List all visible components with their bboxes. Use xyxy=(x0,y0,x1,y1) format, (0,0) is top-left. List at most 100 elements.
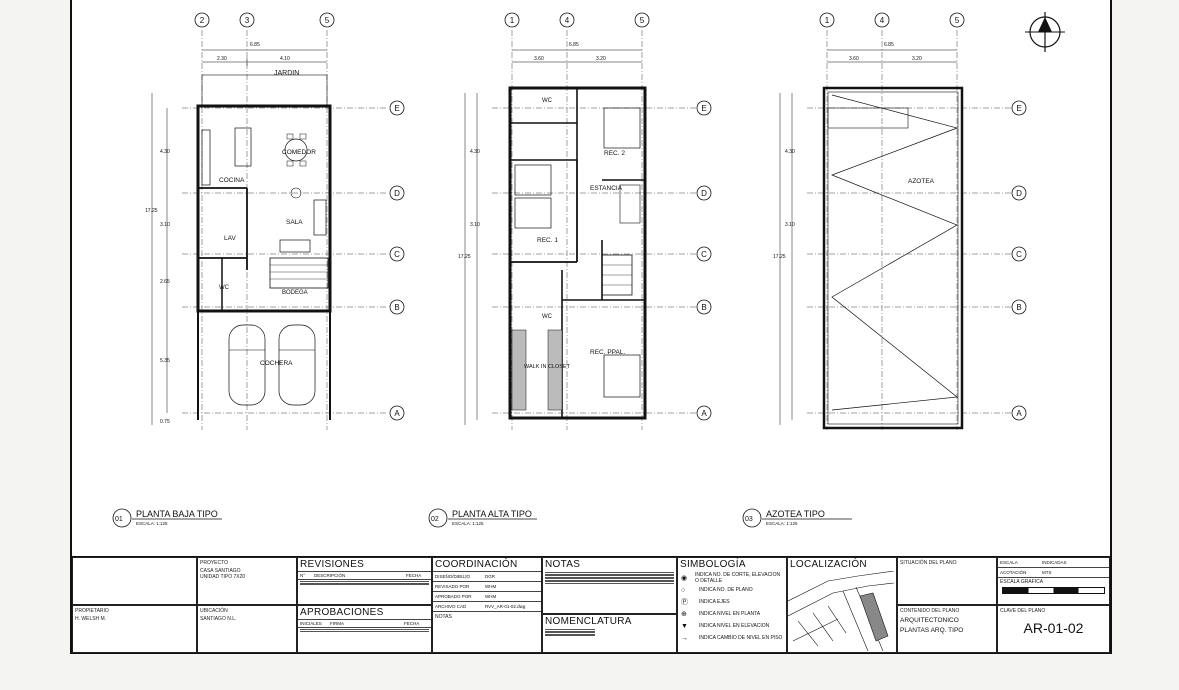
coord-label: ARCHIVO CAD xyxy=(435,604,467,609)
escala-value: INDICADAS xyxy=(1042,560,1067,565)
simbologia-title: SIMBOLOGÍA xyxy=(680,559,746,570)
room-label: WC xyxy=(219,285,230,291)
row-axis-bubble-label: A xyxy=(1016,409,1022,418)
plan-scale: ESCALA: 1:125 xyxy=(766,521,798,526)
simbologia-cell: SIMBOLOGÍA ◉ INDICA NO. DE CORTE, ELEVACI… xyxy=(677,557,787,653)
coordinacion-title: COORDINACIÓN xyxy=(433,558,541,572)
row-axis-bubble-label: B xyxy=(701,303,706,312)
propietario-cell: PROPIETARIO H. WELSH M. xyxy=(72,605,197,653)
column-axis-bubble xyxy=(874,12,890,28)
apr-col: FIRMA xyxy=(330,621,344,626)
simbologia-item: INDICA NIVEL EN ELEVACION xyxy=(699,623,770,629)
escala-grafica-label: ESCALA GRAFICA xyxy=(1000,579,1044,585)
rev-col: DESCRIPCIÓN xyxy=(314,573,346,578)
contenido-label: CONTENIDO DEL PLANO xyxy=(900,608,960,614)
proyecto-cell: PROYECTO CASA SANTIAGO UNIDAD TIPO 7X20 xyxy=(197,557,297,605)
clave-cell: CLAVE DEL PLANO AR-01-02 xyxy=(997,605,1110,653)
row-axis-bubble-label: A xyxy=(394,409,400,418)
dimension-text: 3.60 xyxy=(849,56,859,62)
dimension-text: 3.10 xyxy=(470,222,480,228)
rev-col: FECHA xyxy=(406,573,422,578)
title-block: PROPIETARIO H. WELSH M. PROYECTO CASA SA… xyxy=(72,556,1110,653)
row-axis-bubble-label: D xyxy=(1016,189,1022,198)
dimension-text: 2.30 xyxy=(217,56,227,62)
simbologia-item: INDICA NO. DE PLANO xyxy=(699,587,753,593)
notas-cell: NOTAS xyxy=(542,557,677,614)
column-axis-bubble xyxy=(239,12,255,28)
contenido-value: PLANTAS ARQ. TIPO xyxy=(900,627,964,634)
coord-value: DGR xyxy=(485,574,495,579)
room-label: ESTANCIA xyxy=(590,185,623,192)
row-axis-bubble xyxy=(1011,185,1027,201)
coord-label: APROBADO POR xyxy=(435,594,472,599)
row-axis-bubble xyxy=(389,246,405,262)
column-axis-bubble xyxy=(559,12,575,28)
coord-value: RVV_AR-01-02.dwg xyxy=(485,604,526,609)
dimension-text: 3.10 xyxy=(785,222,795,228)
coord-label: REVISADO POR xyxy=(435,584,470,589)
column-axis-bubble xyxy=(504,12,520,28)
row-axis-bubble xyxy=(1011,299,1027,315)
row-axis-bubble-label: B xyxy=(1016,303,1021,312)
simbologia-item: INDICA NIVEL EN PLANTA xyxy=(699,611,761,617)
row-axis-bubble xyxy=(1011,246,1027,262)
plan-azotea xyxy=(779,30,1017,430)
column-axis-bubble xyxy=(819,12,835,28)
dimension-text: 17.25 xyxy=(773,254,786,260)
row-axis-bubble-label: A xyxy=(701,409,707,418)
drawing-sheet: JARDIN COMEDOR COCINA SALA LAV WC BODEGA… xyxy=(70,0,1112,654)
plan-number: 01 xyxy=(115,516,123,523)
room-label: COCINA xyxy=(219,177,245,184)
room-label: JARDIN xyxy=(274,70,299,77)
room-label: LAV xyxy=(224,235,236,242)
simbologia-item: INDICA NO. DE CORTE, ELEVACION O DETALLE xyxy=(694,572,781,584)
dimension-text: 4.30 xyxy=(785,149,795,155)
coordinacion-cell: COORDINACIÓN DISEÑO/DIBUJO DGR REVISADO P… xyxy=(432,557,542,653)
dimension-text: 6.85 xyxy=(250,42,260,48)
dimension-text: 3.10 xyxy=(160,222,170,228)
column-axis-bubble xyxy=(194,12,210,28)
escala-label: ESCALA xyxy=(1000,560,1018,565)
plan-number-icon: ○ xyxy=(681,586,686,594)
row-axis-bubble xyxy=(389,299,405,315)
axis-icon: Ⓟ xyxy=(681,599,688,606)
plan-number: 03 xyxy=(745,516,753,523)
room-label: WC xyxy=(542,314,553,320)
acotacion-label: ACOTACIÓN xyxy=(1000,570,1027,575)
room-label: COCHERA xyxy=(260,360,293,367)
section-marker-icon: ◉ xyxy=(681,575,688,582)
room-label: WC xyxy=(542,98,553,104)
plan-planta-alta xyxy=(464,30,702,430)
row-axis-bubble xyxy=(696,405,712,421)
revisiones-cell: REVISIONES N° DESCRIPCIÓN FECHA xyxy=(297,557,432,605)
level-change-icon: → xyxy=(681,634,688,642)
column-axis-bubble-label: 3 xyxy=(245,16,250,25)
logo-area xyxy=(72,557,197,605)
scale-bar xyxy=(1002,587,1105,594)
rev-col: N° xyxy=(300,573,306,578)
row-axis-bubble xyxy=(696,100,712,116)
row-axis-bubble xyxy=(696,185,712,201)
situacion-label: SITUACIÓN DEL PLANO xyxy=(900,560,957,566)
room-label: COMEDOR xyxy=(282,149,316,156)
dimension-text: 5.35 xyxy=(160,358,170,364)
dimension-text: 4.30 xyxy=(160,149,170,155)
row-axis-bubble xyxy=(389,100,405,116)
room-label: SALA xyxy=(286,219,303,226)
dimension-text: 17.25 xyxy=(458,254,471,260)
room-label: REC. PPAL. xyxy=(590,349,625,356)
column-axis-bubble xyxy=(949,12,965,28)
localizacion-cell: LOCALIZACIÓN xyxy=(787,557,897,653)
coord-value: WHM xyxy=(485,594,497,599)
dimension-text: 4.10 xyxy=(280,56,290,62)
contenido-value: ARQUITECTONICO xyxy=(900,617,959,624)
column-axis-bubble-label: 5 xyxy=(955,16,960,25)
nomenclatura-cell: NOMENCLATURA xyxy=(542,614,677,653)
column-axis-bubble-label: 2 xyxy=(200,16,205,25)
localizacion-title: LOCALIZACIÓN xyxy=(790,559,867,570)
dimension-text: 6.85 xyxy=(884,42,894,48)
revisiones-title: REVISIONES xyxy=(298,558,431,572)
coord-label: DISEÑO/DIBUJO xyxy=(435,574,471,579)
